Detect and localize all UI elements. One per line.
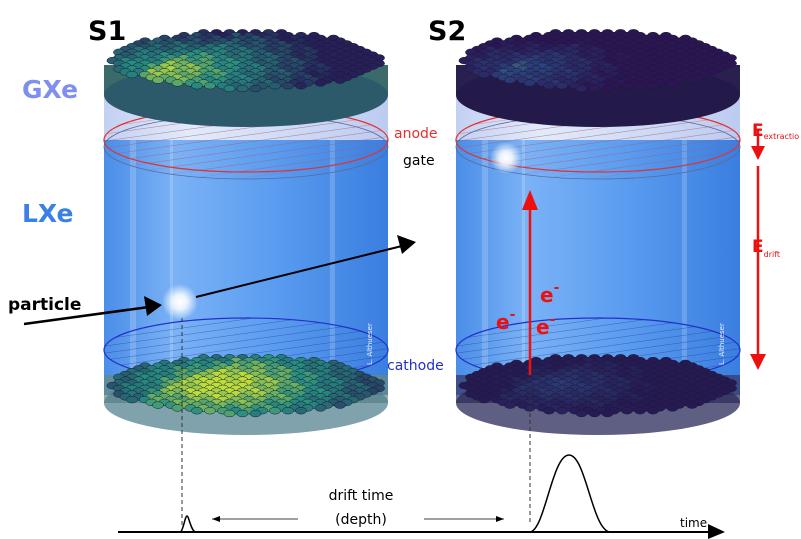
top-pmt-array [106, 29, 385, 93]
pmt [314, 404, 327, 412]
electron-label-3: e- [536, 312, 556, 339]
pmt [686, 76, 698, 84]
pmt [152, 76, 164, 84]
pmt [504, 401, 516, 409]
pmt [634, 82, 646, 90]
s1-pulse [179, 515, 197, 533]
pmt [236, 84, 249, 93]
pmt [601, 409, 614, 418]
s1-title: S1 [88, 16, 126, 47]
pmt [223, 84, 236, 93]
extraction-field-arrow-head [751, 146, 765, 160]
bottom-pmt-array [458, 354, 737, 418]
pmt [204, 407, 216, 415]
pmt [575, 84, 588, 93]
pmt [126, 70, 138, 79]
liquid-texture [482, 140, 687, 395]
pmt [236, 409, 249, 418]
particle-outgoing-arrow [195, 245, 403, 298]
gate-label: gate [403, 153, 435, 169]
pmt [647, 82, 659, 90]
tpc-s2: L. Althueser [455, 29, 741, 435]
pmt [282, 407, 294, 415]
drift-span-right-head [496, 516, 504, 522]
drift-time-label: drift time [329, 488, 394, 504]
pmt [249, 84, 262, 93]
pmt [204, 82, 216, 90]
pmt [543, 82, 555, 90]
pmt [666, 79, 679, 87]
particle-incoming-head [144, 296, 162, 316]
drift-span-left-head [212, 516, 220, 522]
electron-label-1: e- [540, 280, 560, 307]
pmt [621, 82, 633, 90]
s2-flash [490, 142, 522, 174]
top-pmt-array [458, 29, 737, 93]
pmt [647, 407, 659, 415]
pmt [543, 407, 555, 415]
pmt [601, 84, 614, 93]
pmt [191, 407, 203, 415]
interaction-flash [162, 284, 198, 320]
depth-label: (depth) [335, 512, 387, 528]
anode-label: anode [394, 126, 438, 142]
gate-grid [104, 115, 388, 179]
tpc-s1: L. Althueser [103, 29, 389, 435]
time-axis-head [708, 524, 725, 539]
pmt [504, 76, 516, 84]
electron-drift-arrow-head [522, 190, 538, 210]
pmt [575, 409, 588, 418]
pmt [478, 395, 490, 404]
pmt [249, 409, 262, 418]
time-label: time [680, 516, 707, 530]
pmt [191, 82, 203, 90]
lxe-label: LXe [22, 199, 74, 228]
particle-label: particle [8, 295, 81, 315]
particle-incoming-arrow [23, 304, 157, 326]
pmt [634, 407, 646, 415]
pmt [314, 79, 327, 87]
gxe-label: GXe [22, 75, 78, 104]
pmt [588, 409, 601, 418]
pmt [282, 82, 294, 90]
pmt [126, 395, 138, 404]
gate-grid [456, 115, 740, 179]
pmt [269, 407, 281, 415]
pmt [556, 407, 568, 415]
cathode-label: cathode [387, 358, 444, 374]
electron-labels: e- e- e- [496, 280, 560, 339]
pmt [666, 404, 679, 412]
pmt [171, 79, 184, 87]
particle-outgoing-head [397, 235, 416, 254]
pmt [269, 82, 281, 90]
pmt [556, 82, 568, 90]
pmt [223, 409, 236, 418]
credit-label: L. Althueser [718, 323, 726, 365]
bottom-pmt-array [106, 354, 385, 418]
pmt [152, 401, 164, 409]
pmt [295, 82, 307, 90]
pmt [295, 407, 307, 415]
pmt [334, 76, 346, 84]
electron-label-2: e- [496, 307, 516, 334]
extraction-field-label: Eextractio [752, 121, 799, 141]
pmt [523, 79, 536, 87]
pmt [686, 401, 698, 409]
s2-title: S2 [428, 16, 466, 47]
pmt [334, 401, 346, 409]
drift-field-label: Edrift [752, 237, 780, 259]
pmt [478, 70, 490, 79]
drift-field-arrow-head [750, 354, 766, 370]
credit-label: L. Althueser [366, 323, 374, 365]
pmt [171, 404, 184, 412]
pmt [621, 407, 633, 415]
s2-pulse [529, 454, 611, 533]
liquid-texture [130, 140, 335, 395]
pmt [588, 84, 601, 93]
